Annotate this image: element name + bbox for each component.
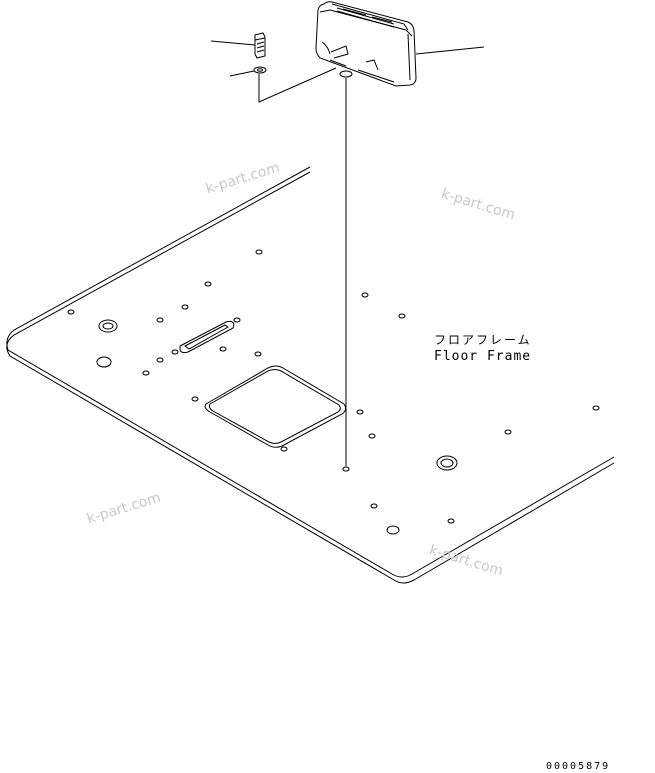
bracket-part <box>315 1 417 87</box>
large-holes <box>96 319 458 535</box>
floor-frame-plate <box>6 166 615 584</box>
drawing-code: 00005879 <box>546 761 611 772</box>
leader-lines <box>210 40 485 103</box>
small-holes <box>67 249 600 524</box>
bolt-part <box>254 32 266 59</box>
part-label-english: Floor Frame <box>434 349 532 364</box>
part-label-japanese: フロアフレーム <box>434 333 532 347</box>
washer-part <box>253 66 267 74</box>
floor-opening <box>204 365 347 448</box>
floor-slot <box>179 320 235 354</box>
